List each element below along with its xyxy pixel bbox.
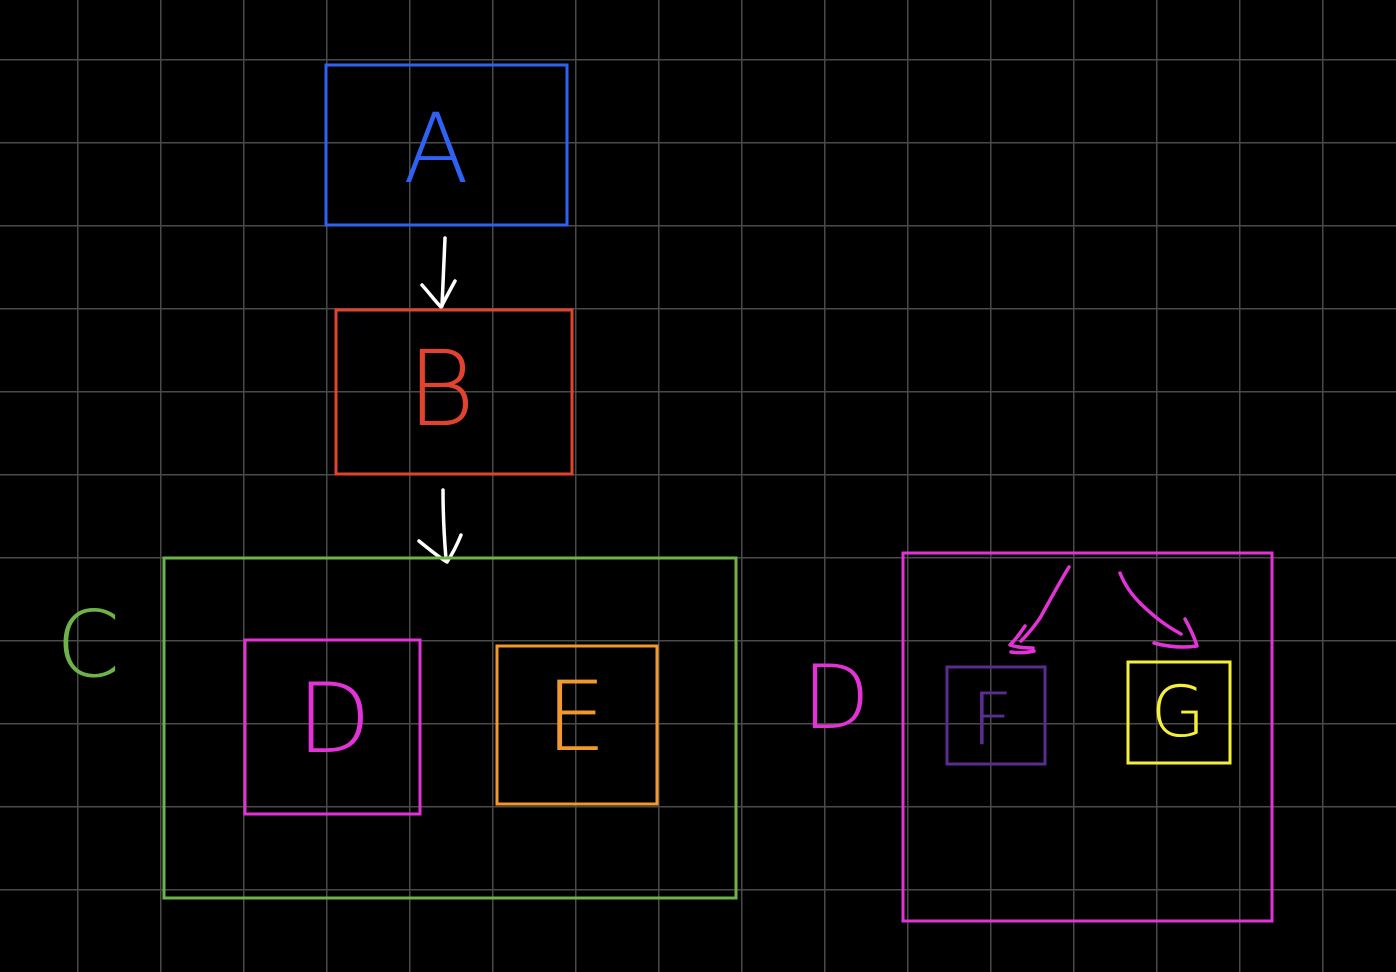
node-b-box xyxy=(334,308,574,476)
edge-b-to-c xyxy=(417,488,463,564)
node-a-box xyxy=(324,63,569,227)
node-a: A xyxy=(324,63,569,227)
node-g-label: G xyxy=(1151,671,1205,753)
edge-d-to-g xyxy=(1118,571,1199,649)
node-a-label: A xyxy=(403,93,469,205)
node-d-inner-label: D xyxy=(297,663,371,775)
group-d-box xyxy=(901,551,1274,923)
node-b-label: B xyxy=(407,328,475,450)
edge-d-to-f xyxy=(1008,565,1071,655)
node-f: F xyxy=(945,665,1047,766)
node-e: E xyxy=(495,644,659,806)
node-e-box xyxy=(495,644,659,806)
group-d-label: D xyxy=(802,646,870,749)
group-c-label: C xyxy=(56,591,120,698)
group-c-box xyxy=(162,556,738,900)
node-f-box xyxy=(945,665,1047,766)
node-g: G xyxy=(1126,660,1232,765)
node-b: B xyxy=(334,308,574,476)
node-d-inner-box xyxy=(243,638,422,816)
node-f-label: F xyxy=(971,677,1012,761)
edge-a-to-b xyxy=(420,236,457,309)
node-d-inner: D xyxy=(243,638,422,816)
node-e-label: E xyxy=(546,661,607,773)
node-g-box xyxy=(1126,660,1232,765)
